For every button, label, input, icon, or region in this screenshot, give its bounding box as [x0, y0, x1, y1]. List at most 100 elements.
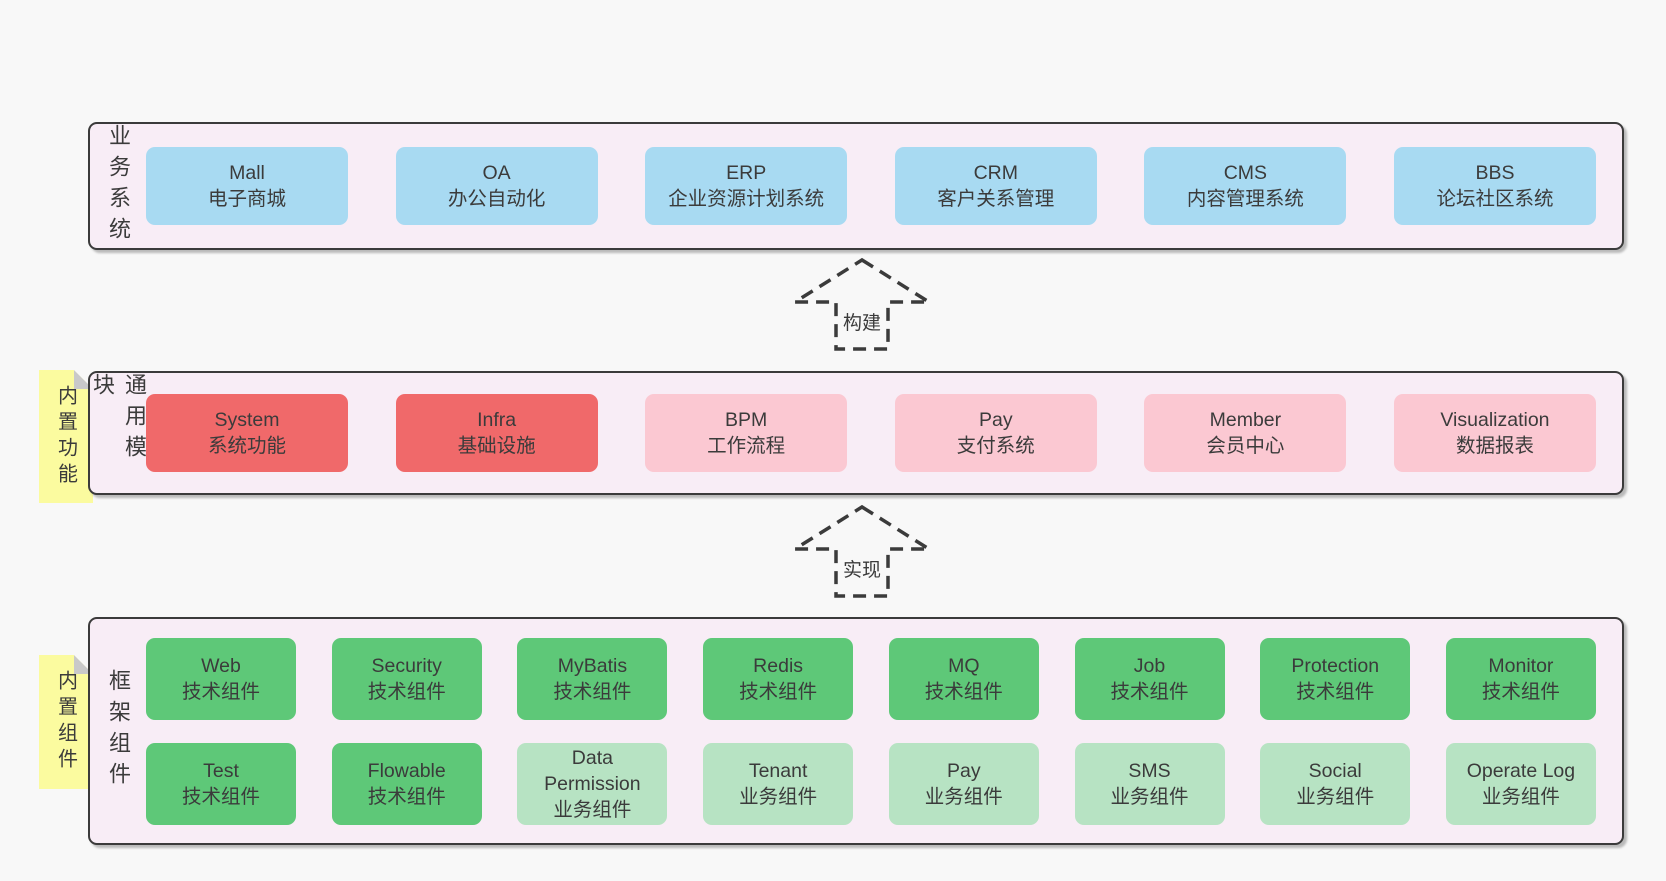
- build-arrow: 构建: [787, 256, 937, 353]
- mall-box: Mall 电子商城: [146, 147, 348, 225]
- box-title: Monitor: [1488, 654, 1554, 677]
- box-subtitle: 会员中心: [1206, 435, 1285, 457]
- box-title: CRM: [973, 162, 1018, 184]
- box-title: Operate Log: [1466, 759, 1576, 782]
- box-title: OA: [482, 162, 511, 184]
- box-subtitle: 客户关系管理: [937, 188, 1055, 210]
- box-subtitle: 技术组件: [739, 680, 818, 703]
- box-title: Security: [371, 654, 442, 677]
- test-box: Test 技术组件: [146, 742, 296, 825]
- pay-box: Pay 支付系统: [894, 394, 1097, 472]
- box-subtitle: 系统功能: [207, 435, 286, 457]
- box-subtitle: 技术组件: [367, 785, 446, 808]
- bbs-box: BBS 论坛社区系统: [1393, 147, 1596, 225]
- cms-box: CMS 内容管理系统: [1144, 147, 1347, 225]
- box-subtitle: 业务组件: [739, 785, 818, 808]
- box-title: Web: [201, 654, 241, 677]
- implement-arrow-label: 实现: [839, 555, 885, 582]
- box-subtitle: 数据报表: [1455, 435, 1534, 457]
- box-title: BBS: [1475, 162, 1515, 184]
- framework-components-label: 框架组件: [106, 669, 131, 793]
- box-subtitle: 技术组件: [181, 680, 260, 703]
- box-subtitle: 业务组件: [924, 785, 1003, 808]
- box-subtitle: 业务组件: [1110, 785, 1189, 808]
- box-title: Protection: [1291, 654, 1380, 677]
- box-title: SMS: [1128, 759, 1171, 782]
- box-title: Pay: [947, 759, 981, 782]
- security-box: Security 技术组件: [331, 637, 482, 720]
- box-subtitle: 业务组件: [1296, 785, 1375, 808]
- box-subtitle: 办公自动化: [447, 188, 546, 210]
- box-title: Social: [1308, 759, 1362, 782]
- crm-box: CRM 客户关系管理: [894, 147, 1097, 225]
- box-subtitle: 企业资源计划系统: [668, 188, 825, 210]
- box-title: Mall: [229, 162, 265, 184]
- box-title: BPM: [725, 409, 768, 431]
- common-modules-label: 通用模块: [90, 373, 147, 466]
- system-box: System 系统功能: [146, 394, 348, 472]
- modules-boxes-row: System 系统功能 Infra 基础设施 BPM 工作流程 Pay 支付系统 Member 会…: [146, 373, 1622, 493]
- bpm-box: BPM 工作流程: [645, 394, 848, 472]
- box-subtitle: 技术组件: [553, 680, 632, 703]
- box-subtitle: 支付系统: [956, 435, 1035, 457]
- redis-box: Redis 技术组件: [703, 637, 854, 720]
- box-subtitle: 电子商城: [207, 188, 286, 210]
- protection-box: Protection 技术组件: [1260, 637, 1411, 720]
- operate-log-box: Operate Log 业务组件: [1445, 742, 1596, 825]
- data-permission-box: Data Permission 业务组件: [517, 742, 668, 825]
- box-title: System: [214, 409, 280, 431]
- box-subtitle: 基础设施: [457, 435, 536, 457]
- box-subtitle: 工作流程: [707, 435, 786, 457]
- box-title: MyBatis: [557, 654, 628, 677]
- social-box: Social 业务组件: [1260, 742, 1411, 825]
- mq-box: MQ 技术组件: [888, 637, 1039, 720]
- box-subtitle: 技术组件: [924, 680, 1003, 703]
- box-title: Redis: [753, 654, 804, 677]
- box-subtitle: 技术组件: [1296, 680, 1375, 703]
- box-title: Test: [203, 759, 239, 782]
- oa-box: OA 办公自动化: [395, 147, 598, 225]
- web-box: Web 技术组件: [146, 637, 296, 720]
- box-subtitle: 技术组件: [1110, 680, 1189, 703]
- infra-box: Infra 基础设施: [395, 394, 598, 472]
- job-box: Job 技术组件: [1074, 637, 1225, 720]
- box-title: Pay: [978, 409, 1013, 431]
- box-subtitle: 业务组件: [553, 798, 632, 821]
- box-subtitle: 论坛社区系统: [1436, 188, 1554, 210]
- box-title: CMS: [1223, 162, 1268, 184]
- box-title: Visualization: [1440, 409, 1550, 431]
- build-arrow-label: 构建: [839, 308, 885, 335]
- flowable-box: Flowable 技术组件: [331, 742, 482, 825]
- dashed-up-arrow-icon: [788, 504, 936, 598]
- box-subtitle: 技术组件: [1481, 680, 1560, 703]
- tenant-box: Tenant 业务组件: [703, 742, 854, 825]
- builtin-components-note-label: 内置组件: [54, 670, 77, 774]
- box-title: Tenant: [748, 759, 808, 782]
- box-subtitle: 技术组件: [181, 785, 260, 808]
- box-title: Infra: [477, 409, 517, 431]
- box-subtitle: 业务组件: [1481, 785, 1560, 808]
- business-systems-label: 业务系统: [106, 124, 131, 248]
- pay-biz-box: Pay 业务组件: [888, 742, 1039, 825]
- monitor-box: Monitor 技术组件: [1445, 637, 1596, 720]
- box-subtitle: 内容管理系统: [1186, 188, 1304, 210]
- box-title: Job: [1133, 654, 1166, 677]
- mybatis-box: MyBatis 技术组件: [517, 637, 668, 720]
- box-title: ERP: [726, 162, 767, 184]
- box-title: Data Permission: [544, 746, 641, 795]
- common-modules-layer: 通用模块 System 系统功能 Infra 基础设施 BPM 工作流程 Pay 支付系统 Me…: [88, 371, 1624, 495]
- box-title: MQ: [948, 654, 980, 677]
- sms-box: SMS 业务组件: [1074, 742, 1225, 825]
- member-box: Member 会员中心: [1144, 394, 1347, 472]
- visualization-box: Visualization 数据报表: [1393, 394, 1596, 472]
- box-title: Member: [1209, 409, 1282, 431]
- builtin-functions-note-label: 内置功能: [54, 384, 77, 489]
- box-title: Flowable: [367, 759, 446, 782]
- box-subtitle: 技术组件: [367, 680, 446, 703]
- business-boxes-row: Mall 电子商城 OA 办公自动化 ERP 企业资源计划系统 CRM 客户关系管理 CMS 内容…: [146, 124, 1622, 248]
